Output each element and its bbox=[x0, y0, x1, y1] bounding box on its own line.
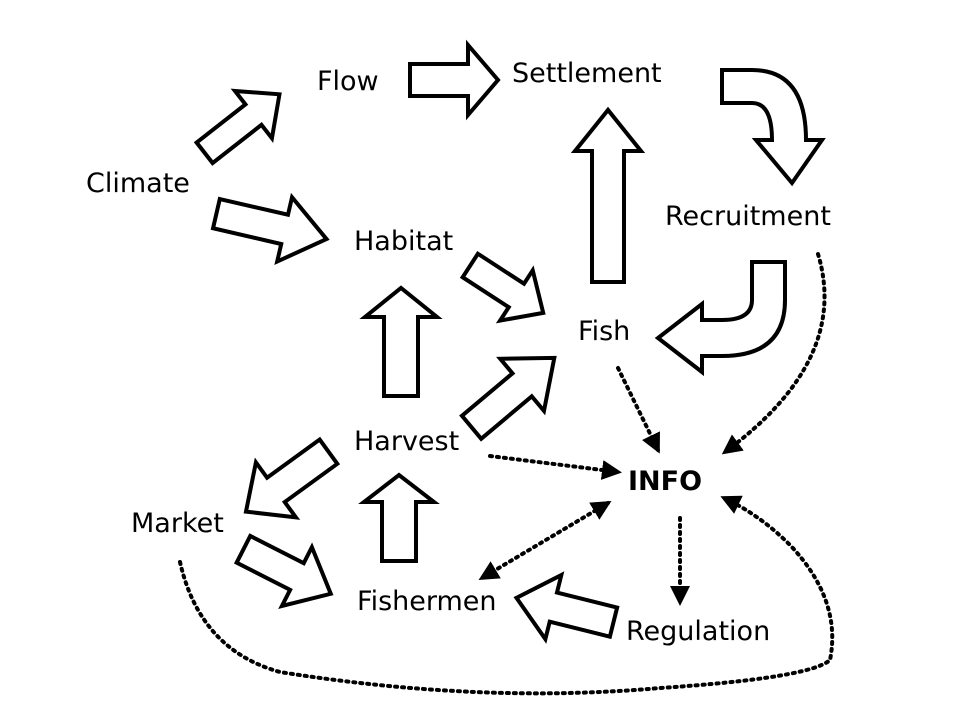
arrow-regulation-to-fishermen bbox=[513, 571, 620, 644]
node-harvest: Harvest bbox=[354, 426, 459, 457]
node-fish: Fish bbox=[578, 316, 630, 347]
arrow-market-to-fishermen bbox=[233, 533, 334, 609]
arrow-settlement-to-recruitment bbox=[720, 68, 826, 187]
dotted-link-harvest-to-info bbox=[488, 454, 622, 480]
arrow-climate-to-habitat bbox=[210, 192, 330, 266]
arrow-fish-to-settlement bbox=[570, 106, 646, 284]
node-recruitment: Recruitment bbox=[665, 201, 831, 232]
node-flow: Flow bbox=[317, 66, 379, 97]
arrow-harvest-to-habitat bbox=[359, 285, 443, 398]
node-info: INFO bbox=[628, 466, 702, 497]
dotted-link-info-fishermen bbox=[478, 500, 612, 581]
dotted-link-recruitment-to-info bbox=[721, 252, 827, 455]
node-regulation: Regulation bbox=[626, 616, 770, 647]
node-market: Market bbox=[131, 508, 224, 539]
arrow-fishermen-to-harvest bbox=[358, 472, 440, 563]
node-settlement: Settlement bbox=[512, 58, 662, 89]
dotted-link-fish-to-info bbox=[616, 366, 660, 454]
arrow-climate-to-flow bbox=[193, 88, 282, 166]
arrow-recruitment-to-fish bbox=[654, 260, 787, 377]
arrow-harvest-to-market bbox=[243, 436, 341, 520]
node-climate: Climate bbox=[86, 168, 190, 199]
arrow-flow-to-settlement bbox=[408, 39, 501, 121]
arrow-habitat-to-fish bbox=[459, 250, 546, 324]
dotted-link-market-to-info bbox=[178, 495, 835, 696]
node-fishermen: Fishermen bbox=[357, 586, 497, 617]
node-habitat: Habitat bbox=[354, 226, 453, 257]
arrow-harvest-to-fish bbox=[459, 355, 557, 442]
